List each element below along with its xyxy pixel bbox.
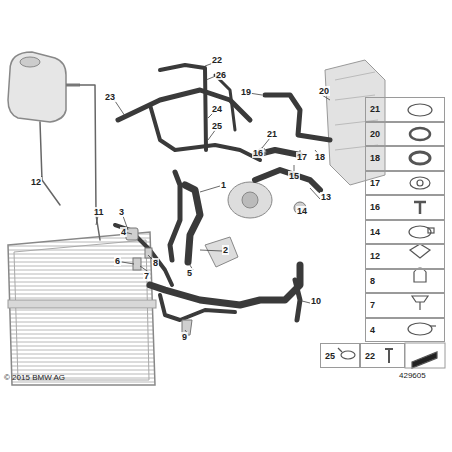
engine-block — [325, 60, 385, 185]
callout-number: 20 — [370, 129, 380, 139]
callout-number: 4 — [370, 325, 375, 335]
callout-number: 17 — [296, 152, 308, 162]
expansion-tank — [8, 52, 80, 122]
callout-number: 17 — [370, 178, 380, 188]
callout-number: 21 — [266, 129, 278, 139]
callout-number: 6 — [114, 256, 121, 266]
callout-number: 7 — [370, 300, 375, 310]
callout-number: 23 — [104, 92, 116, 102]
callout-number: 26 — [215, 70, 227, 80]
callout-number: 25 — [325, 351, 335, 361]
callout-number: 5 — [186, 268, 193, 278]
part-table-cell: 7 — [365, 293, 445, 318]
callout-number: 16 — [252, 148, 264, 158]
callout-number: 11 — [93, 207, 105, 217]
diagram-number: 429605 — [398, 371, 427, 381]
callout-number: 16 — [370, 202, 380, 212]
callout-number: 21 — [370, 104, 380, 114]
callout-number: 14 — [296, 206, 308, 216]
callout-number: 9 — [181, 332, 188, 342]
part-table-cell: 14 — [365, 220, 445, 245]
water-pump — [205, 182, 272, 267]
hose-parts — [126, 148, 306, 335]
callout-number: 2 — [222, 245, 229, 255]
radiator — [8, 232, 156, 385]
callout-number: 13 — [320, 192, 332, 202]
part-table-cell: 8 — [365, 269, 445, 294]
coolant-hoses — [40, 65, 330, 320]
callout-number: 8 — [152, 258, 159, 268]
callout-number: 24 — [211, 104, 223, 114]
callout-number: 10 — [310, 296, 322, 306]
copyright-note: © 2015 BMW AG — [3, 373, 66, 383]
callout-number: 20 — [318, 86, 330, 96]
callout-number: 8 — [370, 276, 375, 286]
callout-number: 12 — [30, 177, 42, 187]
callout-number: 14 — [370, 227, 380, 237]
part-table-cell: 16 — [365, 195, 445, 220]
part-table-cell: 20 — [365, 122, 445, 147]
callout-number: 3 — [118, 207, 125, 217]
callout-number: 7 — [143, 271, 150, 281]
callout-number: 12 — [370, 251, 380, 261]
callout-number: 4 — [120, 227, 127, 237]
table-cell — [405, 343, 445, 368]
callout-number: 22 — [211, 55, 223, 65]
callout-number: 18 — [314, 152, 326, 162]
callout-number: 22 — [365, 351, 375, 361]
part-table-cell: 25 — [320, 343, 360, 368]
callout-number: 19 — [240, 87, 252, 97]
callout-number: 15 — [288, 171, 300, 181]
part-table-cell: 21 — [365, 97, 445, 122]
part-table-cell: 18 — [365, 146, 445, 171]
part-table-cell: 17 — [365, 171, 445, 196]
leader-lines — [38, 62, 330, 334]
part-table-cell: 12 — [365, 244, 445, 269]
part-table-cell: 4 — [365, 318, 445, 343]
callout-number: 1 — [220, 180, 227, 190]
part-table-cell: 22 — [360, 343, 405, 368]
callout-number: 18 — [370, 153, 380, 163]
callout-number: 25 — [211, 121, 223, 131]
part-icons — [338, 104, 437, 368]
